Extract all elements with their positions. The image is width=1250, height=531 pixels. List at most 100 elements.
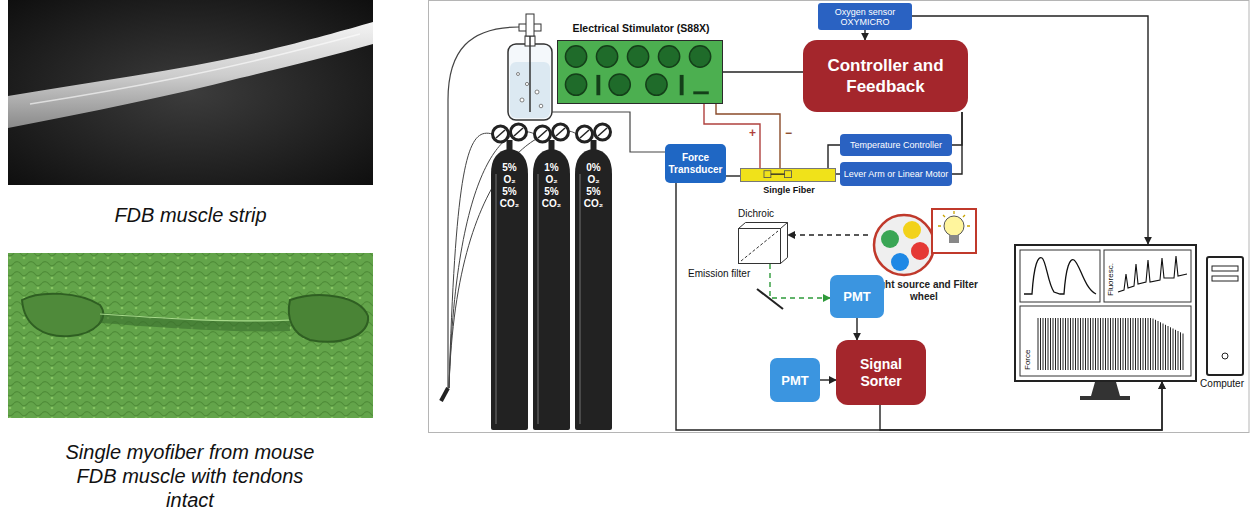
- knob: [565, 74, 586, 95]
- cylinder-shine: [579, 174, 581, 424]
- fiber-label-holder: Single Fiber: [741, 185, 837, 196]
- force-trace: [1038, 318, 1183, 370]
- polarity-label-holder: −: [784, 127, 793, 140]
- tower-case: [1206, 256, 1244, 376]
- pmt-box: PMT: [770, 358, 820, 402]
- box-label: Controller and Feedback: [811, 55, 960, 97]
- axis-label: Force: [1023, 350, 1032, 370]
- lamp-frame: [932, 209, 976, 253]
- fluorescence-trace: [1118, 256, 1187, 292]
- connector: [828, 145, 840, 168]
- valve: [549, 140, 555, 150]
- monitor: Fluoresc. Force: [1014, 244, 1197, 382]
- cube-face: [739, 229, 781, 264]
- filter: [911, 242, 929, 260]
- box-label: Lever Arm or Linear Motor: [844, 169, 949, 179]
- connector: [952, 112, 962, 145]
- connector: [726, 175, 740, 176]
- stand: [1091, 382, 1120, 396]
- gauge-needle: [598, 128, 607, 136]
- gauge: [535, 126, 551, 142]
- wheel: [874, 215, 934, 275]
- gas-cylinder: 0% O₂ 5% CO₂: [575, 148, 612, 430]
- monitor-screen: [1014, 244, 1197, 382]
- part-label-holder: Emission filter: [688, 268, 750, 280]
- valve: [507, 140, 513, 150]
- perfusion-line: [552, 112, 665, 152]
- gauge: [595, 124, 611, 140]
- knob: [596, 46, 617, 67]
- cylinder-shine: [537, 174, 539, 424]
- bezel: [1015, 245, 1196, 381]
- gas-cylinder: 1% O₂ 5% CO₂: [533, 148, 570, 430]
- cylinder-shine: [495, 174, 497, 424]
- dichroic-label: Dichroic: [738, 208, 774, 220]
- switch: [596, 75, 600, 95]
- motor-box: Lever Arm or Linear Motor: [840, 162, 952, 186]
- panel: [1104, 250, 1191, 302]
- photo-ground: [8, 0, 373, 185]
- axis-label-holder: Force: [1023, 350, 1032, 370]
- part-label: Emission filter: [688, 268, 750, 280]
- strip-highlight: [30, 34, 360, 104]
- polarity-label-holder: +: [748, 127, 757, 140]
- gauge: [577, 126, 593, 142]
- knob: [627, 46, 648, 67]
- cube-edge: [739, 223, 788, 264]
- tendon: [22, 294, 103, 337]
- box-label: PMT: [781, 373, 808, 388]
- cube-outline: [738, 222, 788, 264]
- photo-caption: Single myofiber from mouse FDB muscle wi…: [55, 440, 325, 512]
- bubble: [517, 73, 520, 76]
- connector: [820, 379, 836, 380]
- cylinder-label-holder: 0% O₂ 5% CO₂: [575, 162, 612, 210]
- sensor-box: Oxygen sensor OXYMICRO: [818, 3, 912, 30]
- gauge: [553, 124, 569, 140]
- cylinder: [575, 149, 612, 430]
- panel: [1020, 306, 1191, 376]
- bubble: [520, 98, 524, 102]
- light-source: Light source and Filter wheel: [868, 205, 980, 305]
- knob: [689, 46, 710, 67]
- figure-frame: [429, 1, 1250, 433]
- box-label: Force Transducer: [667, 152, 724, 176]
- knob: [565, 46, 586, 67]
- drive-bay: [1212, 276, 1238, 281]
- controller-box: Controller and Feedback: [803, 40, 968, 112]
- drive-bay: [1212, 266, 1238, 271]
- fiber-chamber: Single Fiber: [740, 168, 836, 182]
- stimulator-panel: [558, 41, 722, 103]
- computer-tower: Computer: [1206, 256, 1244, 376]
- gauge: [493, 126, 509, 142]
- polarity-label: −: [784, 127, 793, 140]
- connector: [864, 30, 865, 40]
- clamp: [785, 171, 792, 178]
- box-label: PMT: [843, 289, 870, 304]
- gauge: [511, 124, 527, 140]
- stimulator-box: Electrical Stimulator (S88X): [557, 40, 723, 104]
- tube-tip: [441, 388, 448, 401]
- dichroic-label-holder: Dichroic: [738, 208, 774, 220]
- stand-base: [1080, 396, 1130, 400]
- axis-label: Fluoresc.: [1106, 263, 1115, 296]
- filter: [881, 230, 899, 248]
- connector: [788, 234, 868, 235]
- cylinder-label-holder: 1% O₂ 5% CO₂: [533, 162, 570, 210]
- connector: [952, 112, 962, 174]
- gauge-needle: [580, 130, 589, 138]
- filter: [903, 221, 921, 239]
- light-label-holder: Light source and Filter wheel: [868, 279, 980, 303]
- photo-caption-holder: Single myofiber from mouse FDB muscle wi…: [55, 440, 325, 512]
- myofiber-photo: [8, 253, 373, 418]
- case: [1207, 257, 1243, 375]
- gauge-needle: [514, 128, 523, 136]
- connector: [856, 318, 857, 340]
- box-label: Temperature Controller: [850, 140, 942, 150]
- transient-trace: [1024, 258, 1096, 294]
- muscle-strip: [8, 22, 373, 128]
- gauge-needle: [496, 130, 505, 138]
- knob: [609, 74, 630, 95]
- muscle-strip-photo: [8, 0, 373, 185]
- bulb: [944, 216, 964, 236]
